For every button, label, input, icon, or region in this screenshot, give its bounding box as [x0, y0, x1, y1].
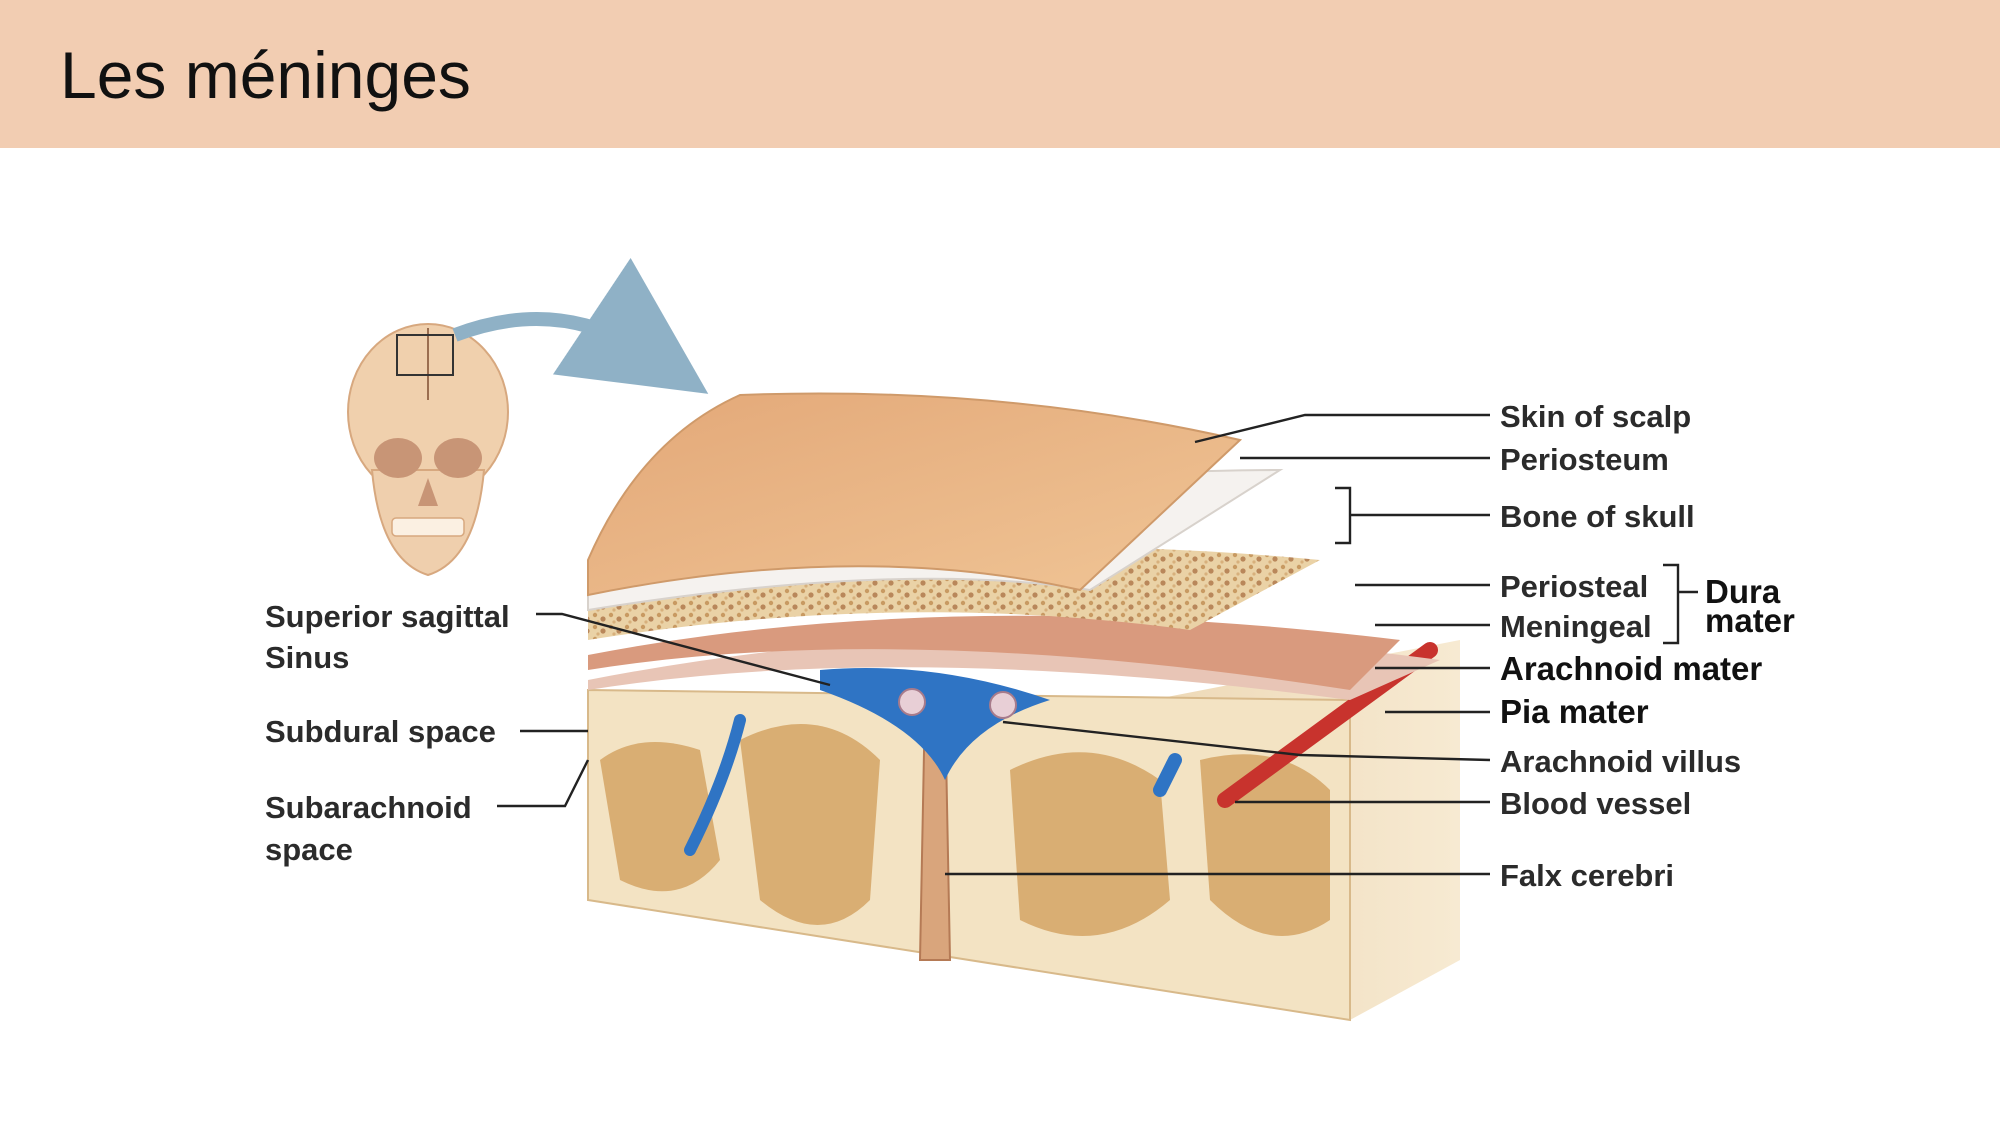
skull-teeth	[391, 517, 465, 537]
label-bone-of-skull: Bone of skull	[1500, 499, 1695, 534]
label-meningeal: Meningeal	[1500, 609, 1652, 644]
label-subarachnoid-space: space	[265, 832, 353, 867]
layer-dura-mater	[588, 615, 1400, 690]
right-labels: Skin of scalp Periosteum Bone of skull P…	[945, 399, 1795, 893]
leader-subarachnoid-space	[497, 759, 590, 808]
label-pia-mater: Pia mater	[1500, 693, 1649, 730]
skull-eye-left	[374, 438, 422, 478]
page-title: Les méninges	[60, 38, 471, 112]
brain-gray-matter-center	[740, 724, 880, 925]
title-bar	[0, 0, 2000, 148]
label-superior-sagittal-sinus: Sinus	[265, 640, 349, 675]
sinus-vessel-right	[1153, 753, 1182, 797]
label-arachnoid-mater: Arachnoid mater	[1500, 650, 1762, 687]
label-subarachnoid: Subarachnoid	[265, 790, 472, 825]
zoom-arrow-icon	[452, 257, 709, 394]
label-dura: Dura	[1705, 573, 1781, 610]
label-blood-vessel: Blood vessel	[1500, 786, 1691, 821]
label-dura-mater: mater	[1705, 602, 1795, 639]
left-labels: Superior sagittal Sinus Subdural space S…	[265, 599, 831, 867]
label-falx-cerebri: Falx cerebri	[1500, 858, 1674, 893]
brain-gray-matter-right	[1010, 752, 1170, 936]
tissue-block	[587, 392, 1460, 1022]
label-arachnoid-villus: Arachnoid villus	[1500, 744, 1741, 779]
leader-skin-of-scalp	[1194, 413, 1490, 444]
label-skin-of-scalp: Skin of scalp	[1500, 399, 1691, 434]
brain-gray-matter-far	[1200, 754, 1330, 936]
layer-skin-of-scalp	[587, 392, 1243, 597]
bracket-dura-mater	[1663, 563, 1680, 645]
sinus-vessel-left	[684, 714, 746, 856]
skull-eye-right	[434, 438, 482, 478]
label-periosteal: Periosteal	[1500, 569, 1648, 604]
arachnoid-villus-right	[989, 691, 1017, 719]
label-superior-sagittal: Superior sagittal	[265, 599, 510, 634]
arachnoid-villus-left	[898, 688, 926, 716]
label-periosteum: Periosteum	[1500, 442, 1669, 477]
bracket-bone-of-skull	[1335, 486, 1352, 545]
label-subdural-space: Subdural space	[265, 714, 496, 749]
leader-superior-sagittal-sinus	[536, 612, 831, 687]
skull-nose	[418, 478, 438, 506]
skull-focus-box	[396, 334, 454, 376]
skull-icon	[347, 323, 509, 577]
leader-arachnoid-villus	[1002, 720, 1491, 762]
